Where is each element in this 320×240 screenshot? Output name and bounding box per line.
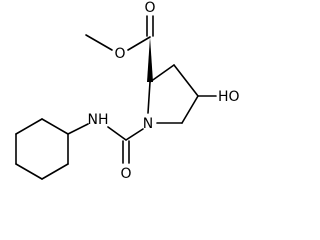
bond-n1-c2	[147, 81, 151, 114]
cyclohexane-ring	[15, 118, 69, 180]
stereo-wedge-bond	[147, 37, 153, 82]
bond-methyl-oxygen	[85, 34, 113, 51]
urea-group	[67, 123, 144, 164]
structure-diagram: O O N NH HO O	[15, 0, 240, 182]
bond-c4-c5	[181, 95, 199, 124]
atom-label-urea-oxygen: O	[120, 166, 131, 182]
bond-oxygen-carbonyl	[127, 36, 151, 51]
pyrrolidine-ring	[147, 64, 199, 124]
bond-nh-cyclohexyl	[67, 123, 89, 135]
bond-cy1	[41, 118, 69, 135]
atom-label-ring-nitrogen: N	[143, 116, 153, 132]
atom-label-hydroxyl: HO	[218, 89, 240, 105]
bond-c2-c3	[149, 64, 175, 83]
atom-label-ester-oxygen-single: O	[114, 46, 125, 62]
ester-group	[85, 15, 154, 51]
bond-cy4	[15, 163, 43, 180]
atom-label-ester-oxygen-double: O	[144, 0, 155, 16]
molecule-drawing: O O N NH HO O	[15, 0, 240, 182]
bond-cy2	[15, 118, 43, 135]
atom-label-amide-nitrogen: NH	[88, 112, 109, 128]
bond-n1-urea-carbon	[125, 128, 144, 141]
bond-urea-carbon-nh	[107, 126, 127, 141]
bond-c3-c4	[173, 64, 199, 97]
bond-cy5	[41, 163, 69, 180]
